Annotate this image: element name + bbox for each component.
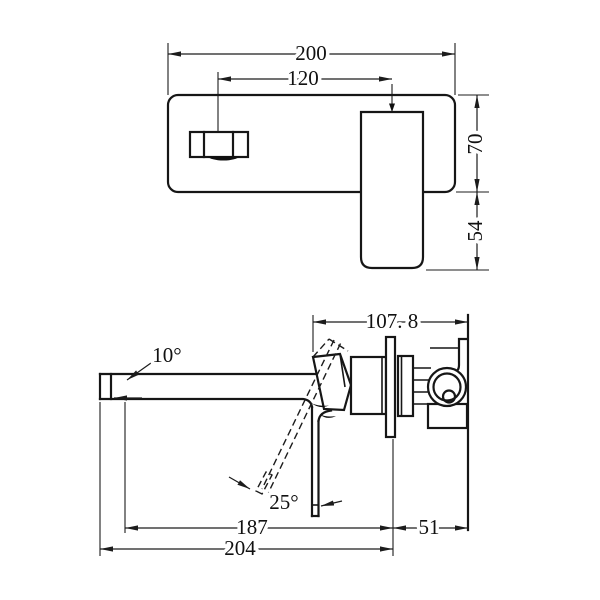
dim-label-51: 51: [419, 515, 440, 539]
dim-label-107-8: 107. 8: [366, 309, 419, 333]
handle-head: [311, 352, 353, 412]
dim-label-70: 70: [463, 134, 487, 155]
dimension-in-wall-depth: 51: [393, 511, 468, 542]
dimension-spout-offset: 120: [217, 62, 395, 132]
dimension-plate-height: 70: [456, 94, 490, 193]
spout-side: [98, 372, 320, 409]
dimension-spout-reach: 187: [99, 402, 394, 556]
aerator-outlet-arc: [207, 156, 240, 161]
annotation-lever-angle: 25°: [228, 476, 343, 517]
dimension-spout-drop: 54: [426, 192, 490, 271]
wall-flange: [384, 335, 397, 439]
inlet-connector-port: [441, 389, 457, 404]
dim-label-200: 200: [295, 41, 327, 65]
in-wall-assembly: [396, 337, 469, 430]
dim-label-10deg: 10°: [152, 343, 181, 367]
dimension-overall-reach: 204: [100, 532, 393, 563]
dim-label-120: 120: [287, 66, 319, 90]
dimension-overall-width: 200: [167, 37, 456, 95]
dim-label-204: 204: [224, 536, 256, 560]
center-arrow: [389, 103, 395, 112]
annotation-spout-angle: 10°: [114, 339, 185, 401]
dim-label-187: 187: [236, 515, 268, 539]
dimension-body-depth: 107. 8: [312, 305, 468, 352]
lever-tip-phantom: [255, 471, 273, 495]
inlet-block: [426, 402, 469, 430]
lever-dashed-position: [255, 338, 349, 495]
aerator-front: [188, 130, 250, 161]
front-view: 200 120 70 54: [166, 37, 490, 271]
handle-lever: [310, 403, 336, 518]
mixer-body-front: [359, 110, 425, 270]
dim-label-54: 54: [463, 220, 487, 242]
side-view: 107. 8 10° 25° 187 51 204: [98, 305, 470, 563]
cartridge-body: [349, 355, 388, 416]
inlet-connector-inner: [432, 372, 462, 402]
dim-label-25deg: 25°: [269, 490, 298, 514]
